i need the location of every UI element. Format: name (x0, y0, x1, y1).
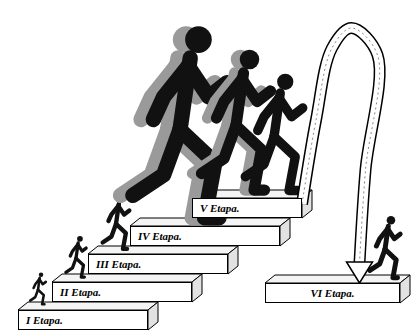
step-faces (52, 274, 202, 302)
runner-limb (376, 229, 387, 246)
runner-figure (30, 273, 46, 305)
runner-limb (245, 137, 274, 177)
arrow-head (347, 262, 373, 283)
step-label: IV Etapa. (138, 230, 182, 242)
runner-limb (34, 279, 40, 288)
runner-limb (370, 249, 385, 270)
runner-limb (38, 290, 44, 305)
runner-limb (385, 249, 398, 277)
step-side (192, 274, 202, 302)
step-top (265, 275, 410, 283)
runner-limb (153, 66, 188, 119)
runner-head (277, 74, 293, 90)
runner-limb (108, 206, 118, 221)
step-box: V Etapa. (192, 198, 302, 218)
runner-silhouette (245, 74, 303, 191)
runner-limb (236, 126, 265, 191)
runner-limb (30, 290, 38, 301)
step-label: VI Etapa. (310, 287, 354, 299)
runner-figure (66, 236, 86, 277)
step-box: II Etapa. (52, 282, 192, 302)
arch-arrow (302, 28, 380, 283)
step-side (400, 275, 410, 303)
step-box: III Etapa. (88, 254, 228, 274)
step-side (228, 246, 238, 274)
runner-figure (245, 74, 303, 191)
step-side (280, 218, 290, 246)
step-top (18, 302, 158, 310)
runner-silhouette (103, 195, 130, 249)
step-faces (265, 275, 410, 303)
runner-head (240, 50, 260, 70)
runner-head (39, 273, 43, 277)
arch-outline (302, 28, 380, 263)
step-side (148, 302, 158, 330)
runner-limb (70, 245, 77, 256)
runner-limb (217, 79, 243, 118)
runner-silhouette (370, 216, 400, 278)
runner-limb (202, 126, 237, 174)
step-faces (88, 246, 238, 274)
step-box: VI Etapa. (265, 283, 400, 303)
arch-fill (302, 28, 380, 263)
runner-silhouette (121, 26, 215, 218)
runner-head (387, 216, 396, 225)
runner-silhouette (66, 236, 86, 277)
runner-limb (133, 130, 180, 196)
runner-figure (370, 216, 400, 278)
runner-limb (258, 98, 279, 131)
step-label: III Etapa. (96, 258, 141, 270)
arch-hatching (302, 28, 380, 263)
runner-limb (76, 258, 84, 277)
runner-limb (274, 137, 298, 191)
step-label: I Etapa. (26, 314, 63, 326)
runner-head (185, 26, 212, 53)
step-box: IV Etapa. (130, 226, 280, 246)
step-faces (18, 302, 158, 330)
runner-silhouette (30, 273, 46, 305)
runner-limb (66, 258, 76, 272)
step-label: II Etapa. (60, 286, 101, 298)
runner-limb (116, 224, 127, 249)
runner-head (77, 236, 83, 242)
step-label: V Etapa. (200, 202, 240, 214)
step-box: I Etapa. (18, 310, 148, 330)
runner-figure (103, 195, 130, 249)
runner-limb (103, 224, 116, 243)
step-top (52, 274, 202, 282)
step-top (88, 246, 238, 254)
